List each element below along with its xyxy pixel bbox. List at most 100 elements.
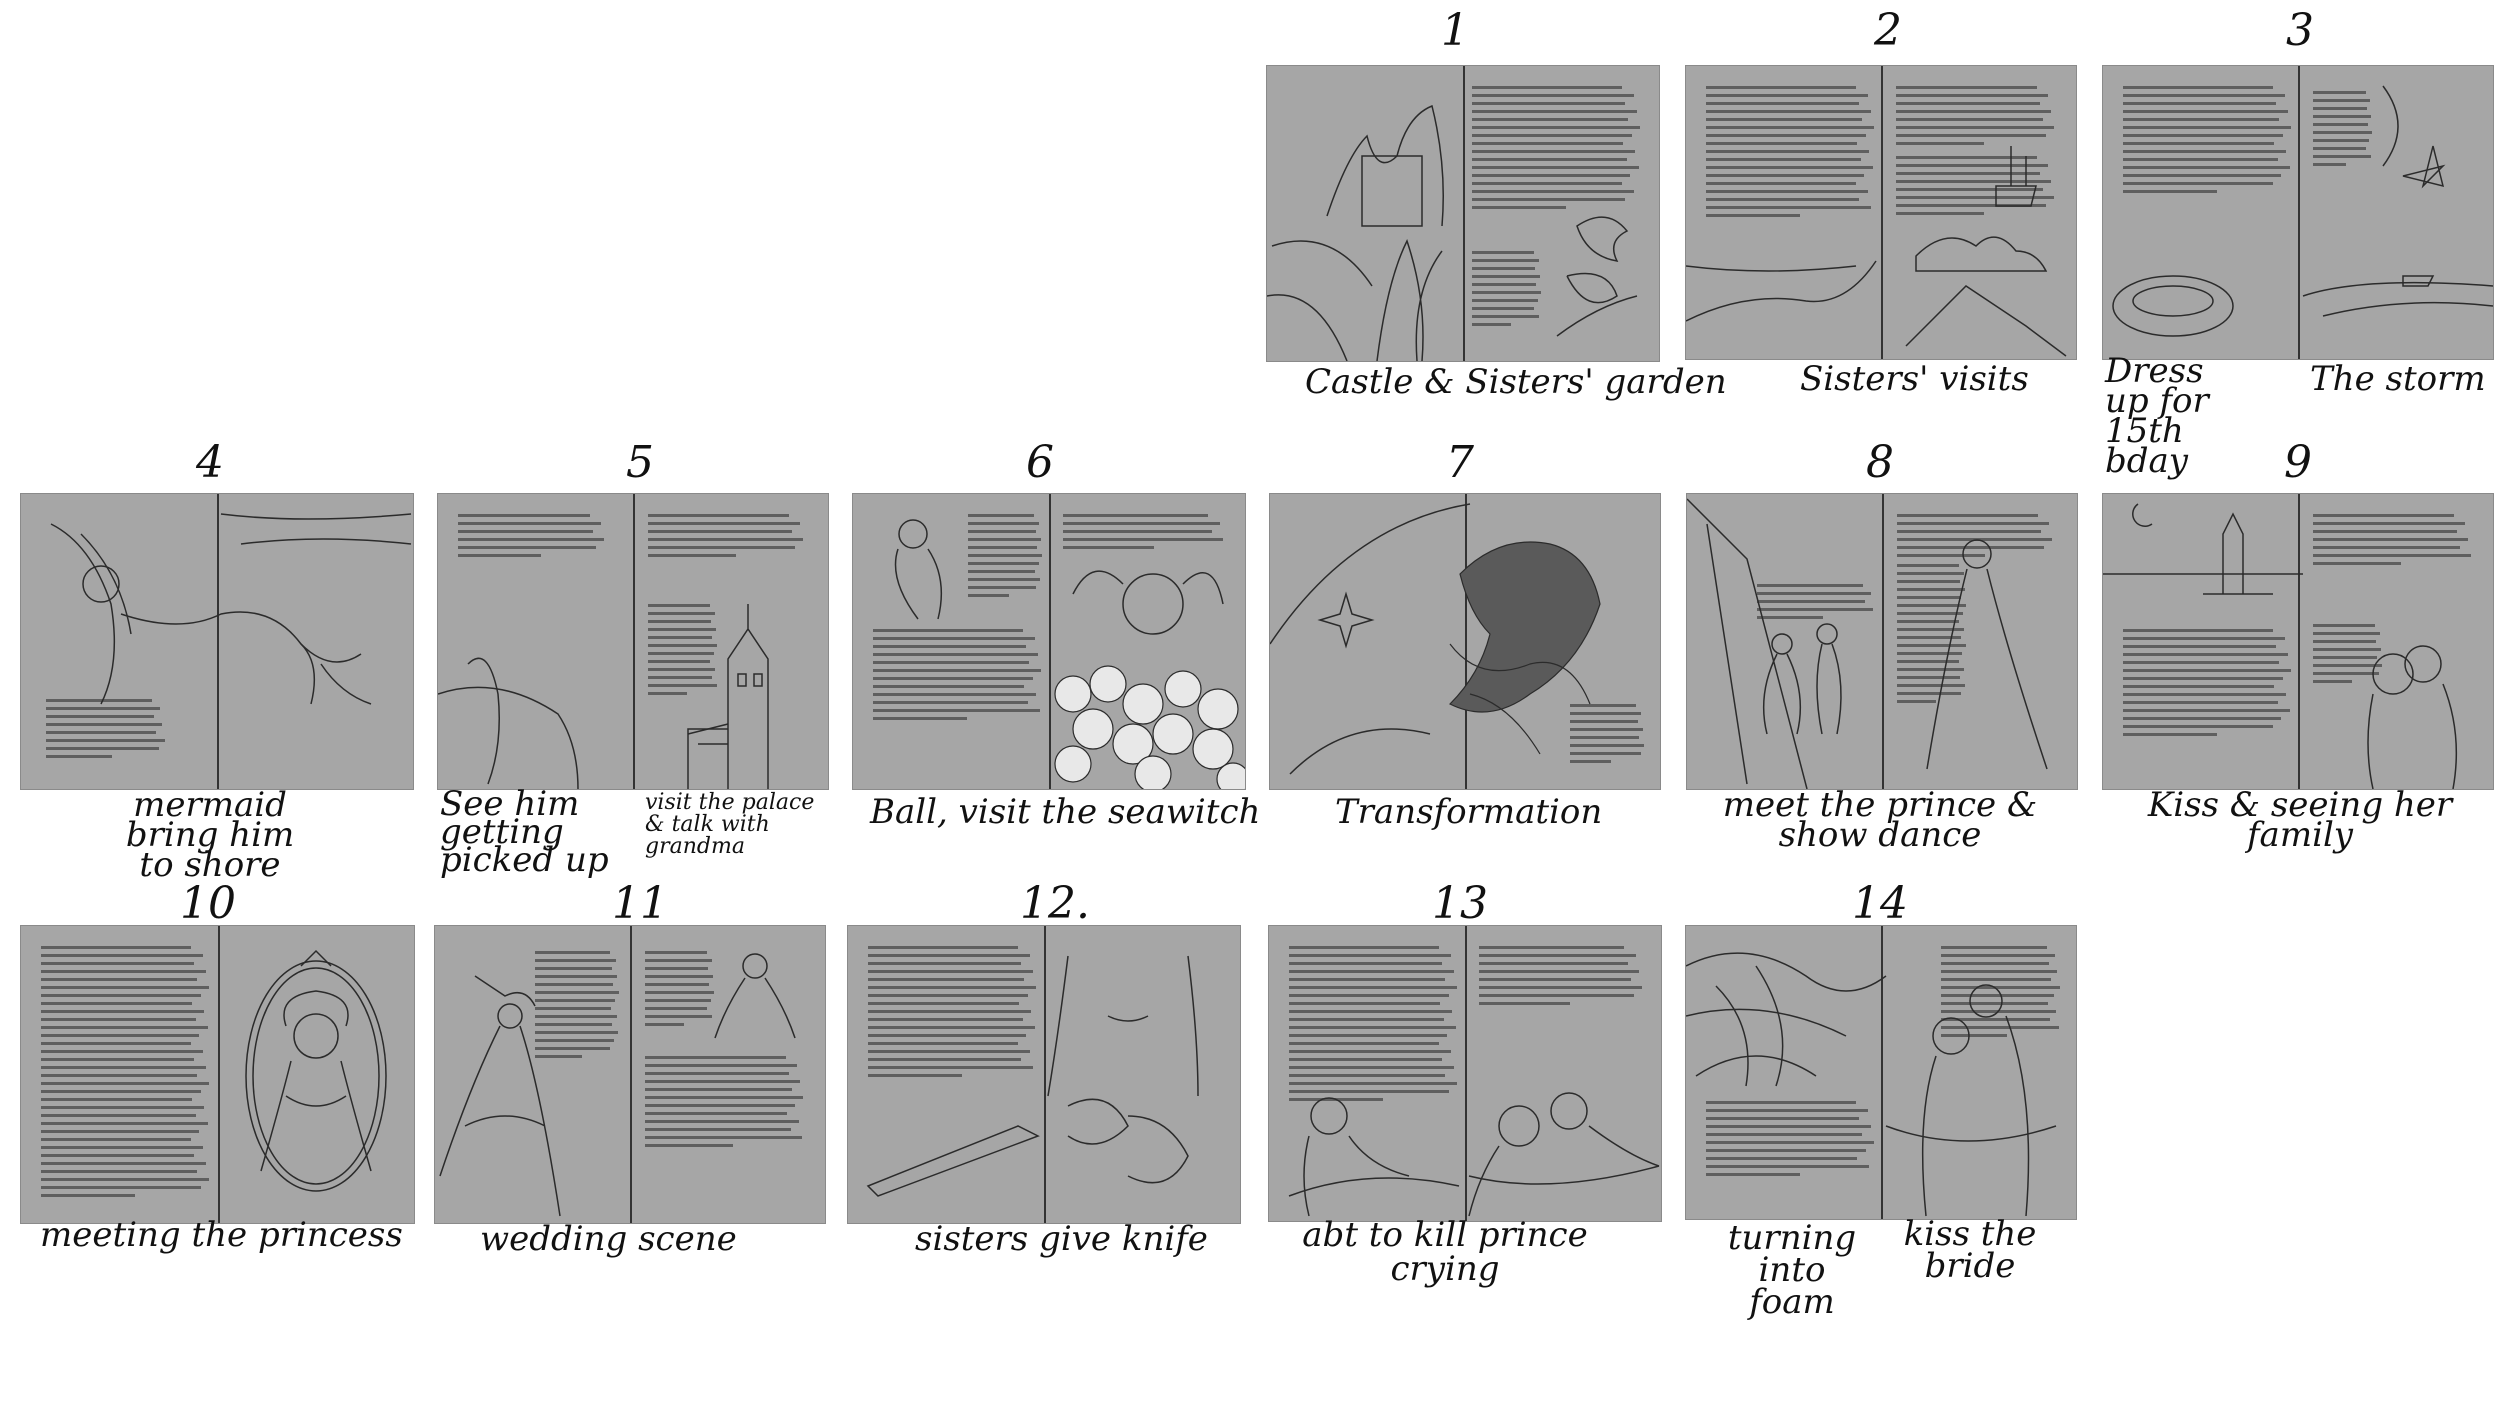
text-line <box>1897 554 1985 557</box>
text-line <box>535 1055 582 1058</box>
text-line <box>41 1042 191 1045</box>
spread-caption-5b: visit the palace & talk with grandma <box>645 790 815 859</box>
spread-2[interactable] <box>1685 65 2077 360</box>
text-line <box>1706 1133 1863 1136</box>
text-line <box>1897 700 1936 703</box>
text-line <box>2123 182 2273 185</box>
text-line <box>2123 110 2288 113</box>
text-line <box>535 1031 619 1034</box>
text-line <box>868 1050 1030 1053</box>
text-line <box>2313 562 2401 565</box>
text-line <box>648 612 715 615</box>
text-line <box>2123 717 2282 720</box>
text-block <box>2313 514 2473 570</box>
text-line <box>1896 102 2040 105</box>
text-line <box>46 699 152 702</box>
text-line <box>1897 636 1961 639</box>
text-block <box>41 946 211 1202</box>
spread-caption-12: sisters give knife <box>915 1219 1208 1259</box>
text-line <box>1289 970 1454 973</box>
text-line <box>1897 546 2045 549</box>
spread-5[interactable] <box>437 493 829 790</box>
text-line <box>1896 110 2052 113</box>
text-line <box>1706 1101 1856 1104</box>
spread-7[interactable] <box>1269 493 1661 790</box>
spread-14[interactable] <box>1685 925 2077 1220</box>
text-line <box>873 709 1040 712</box>
text-line <box>648 636 713 639</box>
text-line <box>1757 608 1874 611</box>
text-line <box>458 522 601 525</box>
spread-6[interactable] <box>852 493 1246 790</box>
text-line <box>968 570 1035 573</box>
spread-caption-3a: Dress up for 15th bday <box>2105 351 2209 481</box>
text-line <box>535 975 618 978</box>
text-line <box>1472 166 1639 169</box>
spread-8[interactable] <box>1686 493 2078 790</box>
spread-10[interactable] <box>20 925 415 1224</box>
text-line <box>868 1066 1033 1069</box>
text-line <box>648 660 711 663</box>
text-line <box>1472 259 1539 262</box>
text-line <box>1897 564 1959 567</box>
text-line <box>648 692 687 695</box>
text-line <box>1896 188 2044 191</box>
text-line <box>41 954 203 957</box>
transformation-sketch <box>1270 494 1660 789</box>
text-line <box>2123 733 2217 736</box>
text-line <box>1479 986 1643 989</box>
spread-11[interactable] <box>434 925 826 1224</box>
text-line <box>1706 206 1871 209</box>
text-line <box>1472 126 1641 129</box>
text-line <box>2123 725 2273 728</box>
text-line <box>2123 118 2280 121</box>
spread-3[interactable] <box>2102 65 2494 360</box>
text-line <box>873 701 1028 704</box>
text-line <box>2313 522 2465 525</box>
text-line <box>1896 156 2037 159</box>
text-line <box>1897 596 1962 599</box>
spread-caption-1: Castle & Sisters' garden <box>1305 362 1727 402</box>
text-line <box>46 755 112 758</box>
text-block <box>2313 624 2383 688</box>
text-line <box>1706 134 1866 137</box>
text-line <box>873 645 1026 648</box>
text-line <box>1706 174 1865 177</box>
text-line <box>1289 954 1451 957</box>
text-line <box>41 978 198 981</box>
text-line <box>41 1146 203 1149</box>
spread-4[interactable] <box>20 493 414 790</box>
text-line <box>41 1186 201 1189</box>
text-line <box>1941 994 2054 997</box>
text-line <box>2123 709 2290 712</box>
spread-9[interactable] <box>2102 493 2494 790</box>
text-block <box>1570 704 1645 768</box>
text-line <box>1941 1002 2048 1005</box>
text-line <box>1063 530 1212 533</box>
text-line <box>41 1034 200 1037</box>
text-line <box>1897 628 1965 631</box>
text-line <box>1472 134 1632 137</box>
text-line <box>1570 728 1643 731</box>
spread-number-14: 14 <box>1852 878 1908 929</box>
text-line <box>2313 155 2371 158</box>
sisters-visits-sketch <box>1686 66 2076 359</box>
text-line <box>968 562 1039 565</box>
text-line <box>1479 994 1635 997</box>
gutter-line <box>630 926 632 1223</box>
text-line <box>1472 94 1634 97</box>
spread-1[interactable] <box>1266 65 1660 362</box>
text-line <box>648 676 712 679</box>
text-line <box>2313 546 2461 549</box>
spread-13[interactable] <box>1268 925 1662 1222</box>
text-line <box>873 693 1037 696</box>
text-line <box>968 514 1034 517</box>
text-line <box>458 538 604 541</box>
text-line <box>645 951 707 954</box>
text-line <box>2313 632 2380 635</box>
text-line <box>868 970 1033 973</box>
spread-12[interactable] <box>847 925 1241 1224</box>
spread-number-3: 3 <box>2286 5 2314 56</box>
text-line <box>535 991 620 994</box>
text-line <box>1896 142 1984 145</box>
